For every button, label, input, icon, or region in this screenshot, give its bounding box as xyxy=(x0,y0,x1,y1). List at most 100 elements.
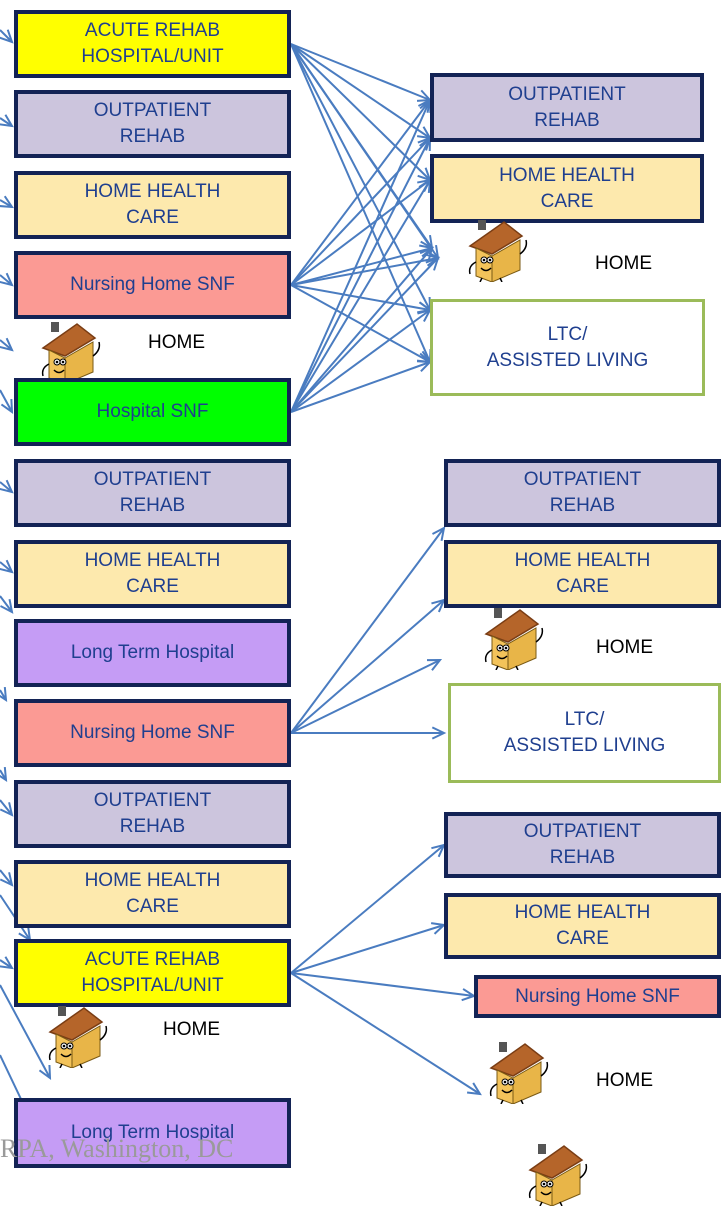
box-line: ACUTE REHAB xyxy=(84,20,221,41)
box-line: REHAB xyxy=(549,847,616,868)
incoming-arrow xyxy=(0,114,14,128)
transition-arrow xyxy=(290,246,434,413)
box-line: HOME HEALTH xyxy=(84,870,221,891)
incoming-arrow xyxy=(0,29,14,44)
nursing-home-snf-box-1: Nursing Home SNF xyxy=(14,251,291,319)
box-line: OUTPATIENT xyxy=(508,83,626,105)
incoming-arrow xyxy=(0,337,14,352)
home-label: HOME xyxy=(595,253,652,274)
acute-rehab-box-top: ACUTE REHAB HOSPITAL/UNIT xyxy=(14,10,291,78)
box-line: HOME HEALTH xyxy=(514,550,651,571)
incoming-arrow xyxy=(0,479,14,494)
ltc-assisted-living-box-r1: LTC/ ASSISTED LIVING xyxy=(430,299,705,396)
box-line: Nursing Home SNF xyxy=(70,722,235,743)
acute-rehab-box-bottom: ACUTE REHAB HOSPITAL/UNIT xyxy=(14,939,291,1007)
incoming-arrow xyxy=(0,869,14,887)
house-character-icon xyxy=(522,1142,606,1211)
outpatient-rehab-box-r1: OUTPATIENT REHAB xyxy=(430,73,704,142)
home-health-care-box-r3: HOME HEALTH CARE xyxy=(444,893,721,959)
care-transitions-diagram: ACUTE REHAB HOSPITAL/UNIT OUTPATIENT REH… xyxy=(0,10,721,1207)
incoming-arrow xyxy=(0,272,14,287)
box-line: Long Term Hospital xyxy=(70,1122,235,1143)
outpatient-rehab-box-r3: OUTPATIENT REHAB xyxy=(444,812,721,878)
box-line: HOSPITAL/UNIT xyxy=(81,975,224,996)
transition-arrow xyxy=(290,972,482,1096)
outpatient-rehab-box-1: OUTPATIENT REHAB xyxy=(14,90,291,158)
outpatient-rehab-box-r2: OUTPATIENT REHAB xyxy=(444,459,721,527)
box-line: OUTPATIENT xyxy=(93,100,212,121)
incoming-arrow xyxy=(0,956,14,970)
incoming-arrow xyxy=(0,595,14,614)
box-line: OUTPATIENT xyxy=(523,469,642,490)
hospital-snf-box: Hospital SNF xyxy=(14,378,291,446)
box-line: REHAB xyxy=(119,495,186,516)
outpatient-rehab-box-3: OUTPATIENT REHAB xyxy=(14,780,291,848)
long-term-hospital-box-1: Long Term Hospital xyxy=(14,619,291,687)
home-health-care-box-3: HOME HEALTH CARE xyxy=(14,860,291,928)
box-line: REHAB xyxy=(549,495,616,516)
box-line: OUTPATIENT xyxy=(523,821,642,842)
box-line: CARE xyxy=(126,207,179,228)
transition-arrow xyxy=(290,256,440,413)
house-character-icon xyxy=(483,1040,567,1109)
box-line: REHAB xyxy=(119,816,186,837)
house-character-icon xyxy=(42,1004,126,1073)
transition-arrow xyxy=(290,43,440,260)
box-line: HOSPITAL/UNIT xyxy=(81,46,224,67)
incoming-arrow xyxy=(0,766,8,782)
home-health-care-box-1: HOME HEALTH CARE xyxy=(14,171,291,239)
box-line: CARE xyxy=(126,896,179,917)
house-character-icon xyxy=(462,218,546,287)
box-line: Hospital SNF xyxy=(96,401,209,422)
incoming-arrow xyxy=(0,195,14,209)
home-label: HOME xyxy=(596,1070,653,1091)
home-label: HOME xyxy=(148,332,205,353)
nursing-home-snf-box-r3: Nursing Home SNF xyxy=(474,975,721,1018)
box-line: ACUTE REHAB xyxy=(84,949,221,970)
transition-arrow xyxy=(290,843,446,974)
box-line: LTC/ xyxy=(547,323,588,345)
box-line: LTC/ xyxy=(564,709,605,730)
incoming-arrow xyxy=(0,984,52,1081)
box-line: REHAB xyxy=(119,126,186,147)
incoming-arrow xyxy=(0,686,8,702)
box-line: CARE xyxy=(556,576,609,597)
transition-arrow xyxy=(291,726,447,740)
box-line: HOME HEALTH xyxy=(499,164,635,186)
box-line: REHAB xyxy=(534,109,600,131)
transition-arrow xyxy=(290,972,477,1002)
transition-arrow xyxy=(290,308,432,413)
transition-arrow xyxy=(290,922,447,974)
home-health-care-box-r1: HOME HEALTH CARE xyxy=(430,154,704,223)
home-health-care-box-2: HOME HEALTH CARE xyxy=(14,540,291,608)
box-line: HOME HEALTH xyxy=(84,181,221,202)
nursing-home-snf-box-2: Nursing Home SNF xyxy=(14,699,291,767)
box-line: HOME HEALTH xyxy=(84,550,221,571)
box-line: Long Term Hospital xyxy=(70,642,235,663)
transition-arrow xyxy=(290,658,443,734)
incoming-arrow xyxy=(0,559,14,574)
box-line: OUTPATIENT xyxy=(93,469,212,490)
ltc-assisted-living-box-r2: LTC/ ASSISTED LIVING xyxy=(448,683,721,783)
box-line: CARE xyxy=(126,576,179,597)
box-line: CARE xyxy=(540,190,594,212)
home-label: HOME xyxy=(163,1019,220,1040)
box-line: ASSISTED LIVING xyxy=(503,735,666,756)
box-line: Nursing Home SNF xyxy=(515,985,680,1007)
incoming-arrow xyxy=(0,389,14,415)
arrow-layer xyxy=(0,29,482,1121)
box-line: Nursing Home SNF xyxy=(70,274,235,295)
long-term-hospital-box-2: Long Term Hospital xyxy=(14,1098,291,1168)
house-character-icon xyxy=(35,320,119,389)
box-line: CARE xyxy=(556,928,609,949)
watermark-text: RPA, Washington, DC xyxy=(0,1134,234,1163)
box-line: OUTPATIENT xyxy=(93,790,212,811)
transition-arrow xyxy=(290,598,446,734)
house-character-icon xyxy=(478,606,562,675)
box-line: HOME HEALTH xyxy=(514,902,651,923)
box-line: ASSISTED LIVING xyxy=(486,349,649,371)
home-label: HOME xyxy=(596,637,653,658)
incoming-arrow xyxy=(0,799,14,817)
outpatient-rehab-box-2: OUTPATIENT REHAB xyxy=(14,459,291,527)
home-health-care-box-r2: HOME HEALTH CARE xyxy=(444,540,721,608)
